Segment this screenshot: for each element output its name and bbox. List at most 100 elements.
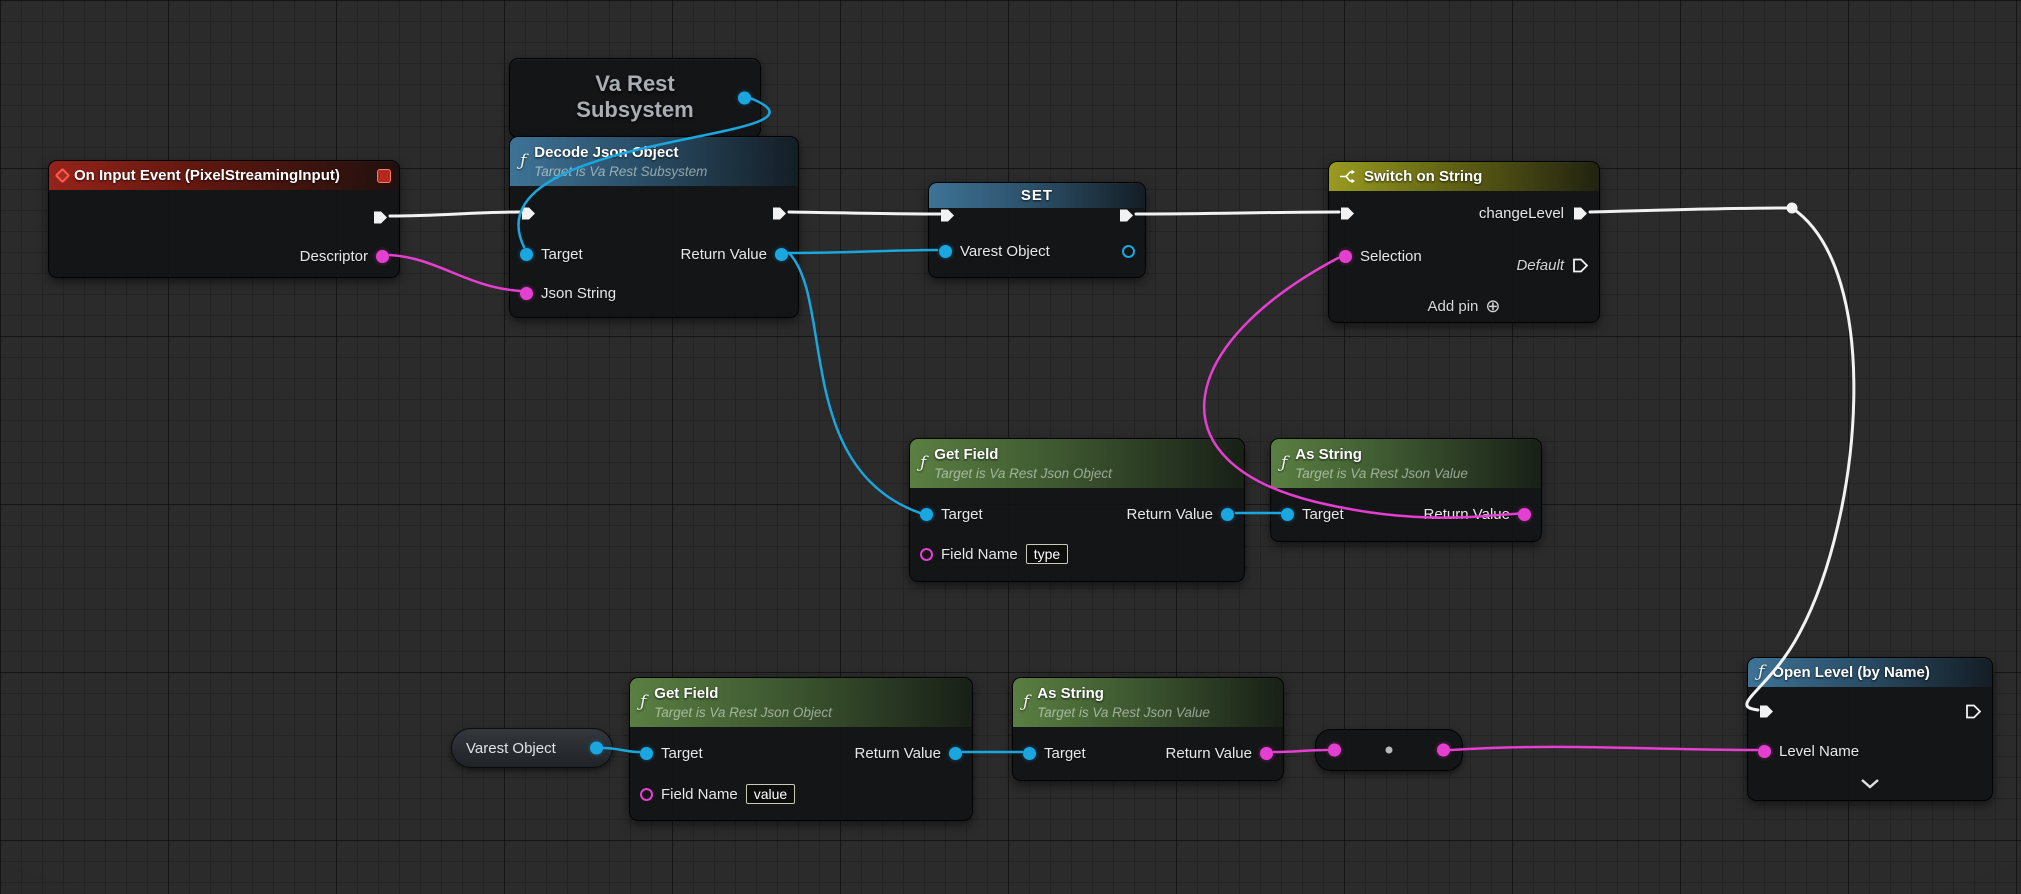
target-pin[interactable] — [920, 507, 933, 521]
field-name-input[interactable]: type — [1025, 544, 1069, 564]
exec-reroute-dot[interactable] — [1786, 202, 1798, 214]
varest-object-in-pin[interactable] — [939, 244, 952, 258]
target-pin[interactable] — [1281, 507, 1294, 521]
exec-in-pin[interactable] — [520, 205, 537, 222]
function-icon: ƒ — [920, 453, 927, 474]
node-get-field-type[interactable]: ƒ Get Field Target is Va Rest Json Objec… — [909, 438, 1245, 582]
wire-exec-event-to-decode[interactable] — [388, 210, 523, 218]
json-string-pin[interactable] — [520, 286, 533, 300]
expand-advanced-button[interactable] — [1748, 770, 1992, 796]
target-pin[interactable] — [1023, 746, 1036, 760]
pin-row: Varest Object — [939, 238, 1050, 264]
case-exec-out-pin[interactable] — [1572, 205, 1589, 222]
wire-exec-reroute-to-openlevel[interactable] — [1745, 206, 1856, 712]
subsystem-out-pin[interactable] — [738, 91, 751, 105]
node-decode-json-object[interactable]: ƒ Decode Json Object Target is Va Rest S… — [509, 136, 799, 318]
node-as-string-type[interactable]: ƒ As String Target is Va Rest Json Value… — [1270, 438, 1542, 542]
descriptor-pin[interactable] — [376, 249, 389, 263]
node-set-varest-object[interactable]: SET Varest Object — [928, 182, 1146, 278]
pin-label: Target — [661, 744, 703, 762]
wire-str-asstring-to-reroute[interactable] — [1272, 748, 1329, 754]
return-value-pin[interactable] — [775, 247, 788, 261]
reroute-out-pin[interactable] — [1437, 743, 1450, 757]
pin-row: Json String — [520, 280, 616, 306]
exec-out-pin[interactable] — [1965, 703, 1982, 720]
node-header: ƒ Get Field Target is Va Rest Json Objec… — [910, 439, 1244, 489]
pin-row: Target — [920, 501, 983, 527]
node-on-input-event[interactable]: On Input Event (PixelStreamingInput) Des… — [48, 160, 400, 278]
node-string-reroute[interactable] — [1315, 729, 1463, 771]
pin-label: Selection — [1360, 247, 1422, 265]
target-pin[interactable] — [640, 746, 653, 760]
pin-row — [520, 200, 537, 226]
pin-label: Return Value — [854, 744, 941, 762]
pin-row: Level Name — [1758, 738, 1859, 764]
selection-pin[interactable] — [1339, 249, 1352, 263]
node-header: ƒ As String Target is Va Rest Json Value — [1013, 678, 1283, 728]
pin-row: Return Value — [681, 241, 788, 267]
pin-label: Level Name — [1779, 742, 1860, 760]
node-subtitle: Target is Va Rest Json Value — [1037, 704, 1210, 720]
function-icon: ƒ — [520, 151, 527, 172]
exec-in-pin[interactable] — [939, 207, 956, 224]
field-name-input[interactable]: value — [745, 784, 796, 804]
varest-object-out-pin[interactable] — [1122, 244, 1135, 258]
node-open-level[interactable]: ƒ Open Level (by Name) Level Name — [1747, 657, 1993, 801]
chevron-down-icon — [1861, 778, 1879, 789]
wire-exec-set-to-switch[interactable] — [1134, 210, 1341, 216]
pin-label: Return Value — [1165, 744, 1252, 762]
return-value-pin[interactable] — [949, 746, 962, 760]
reroute-dot[interactable] — [1385, 746, 1393, 754]
subsystem-title-line2: Subsystem — [576, 97, 694, 123]
pin-label: Varest Object — [960, 242, 1050, 260]
node-title: SET — [1020, 187, 1054, 204]
wire-obj-varest-to-getfield[interactable] — [601, 746, 641, 754]
exec-in-pin[interactable] — [1758, 703, 1775, 720]
wire-str-descriptor-to-jsonstring[interactable] — [388, 253, 522, 293]
pin-label: Field Name — [941, 545, 1018, 563]
wire-exec-decode-to-set[interactable] — [787, 210, 942, 216]
add-pin-icon: ⊕ — [1485, 296, 1501, 316]
exec-out-pin[interactable] — [372, 209, 389, 226]
wire-obj-decode-to-set[interactable] — [787, 248, 939, 255]
node-va-rest-subsystem[interactable]: Va Rest Subsystem — [509, 58, 761, 138]
pin-row — [1339, 200, 1356, 226]
pin-label: Target — [1044, 744, 1086, 762]
add-pin-button[interactable]: Add pin ⊕ — [1329, 293, 1599, 319]
pin-label: Return Value — [680, 245, 767, 263]
variable-out-pin[interactable] — [590, 741, 603, 755]
exec-in-pin[interactable] — [1339, 205, 1356, 222]
field-name-pin[interactable] — [920, 547, 933, 561]
wire-str-asstring-to-selection[interactable] — [1202, 256, 1530, 519]
target-pin[interactable] — [520, 247, 533, 261]
node-subtitle: Target is Va Rest Json Object — [934, 465, 1112, 481]
node-switch-on-string[interactable]: Switch on String changeLevel Selection D… — [1328, 161, 1600, 323]
pin-row: Target — [520, 241, 583, 267]
wire-exec-switch-to-reroute[interactable] — [1588, 206, 1790, 214]
return-value-pin[interactable] — [1260, 746, 1273, 760]
field-name-pin[interactable] — [640, 787, 653, 801]
node-varest-object-getter[interactable]: Varest Object — [451, 728, 613, 768]
wire-obj-subsystem-to-decode-target[interactable] — [517, 96, 771, 249]
wire-obj-decode-to-getfield[interactable] — [787, 251, 922, 515]
pin-label: Default — [1516, 256, 1564, 274]
exec-out-pin[interactable] — [1118, 207, 1135, 224]
pin-row: Descriptor — [300, 243, 389, 269]
wire-str-reroute-to-levelname[interactable] — [1449, 745, 1759, 752]
pin-row — [1965, 698, 1982, 724]
input-event-badge-icon — [377, 168, 391, 183]
node-as-string-value[interactable]: ƒ As String Target is Va Rest Json Value… — [1012, 677, 1284, 781]
pin-row: Default — [1516, 252, 1589, 278]
node-title: Open Level (by Name) — [1772, 664, 1930, 681]
reroute-in-pin[interactable] — [1328, 743, 1341, 757]
pin-row — [1118, 202, 1135, 228]
return-value-pin[interactable] — [1221, 507, 1234, 521]
level-name-pin[interactable] — [1758, 744, 1771, 758]
default-exec-out-pin[interactable] — [1572, 257, 1589, 274]
exec-out-pin[interactable] — [771, 205, 788, 222]
node-get-field-value[interactable]: ƒ Get Field Target is Va Rest Json Objec… — [629, 677, 973, 821]
pin-label: Target — [1302, 505, 1344, 523]
pin-row: Field Name value — [640, 781, 796, 807]
